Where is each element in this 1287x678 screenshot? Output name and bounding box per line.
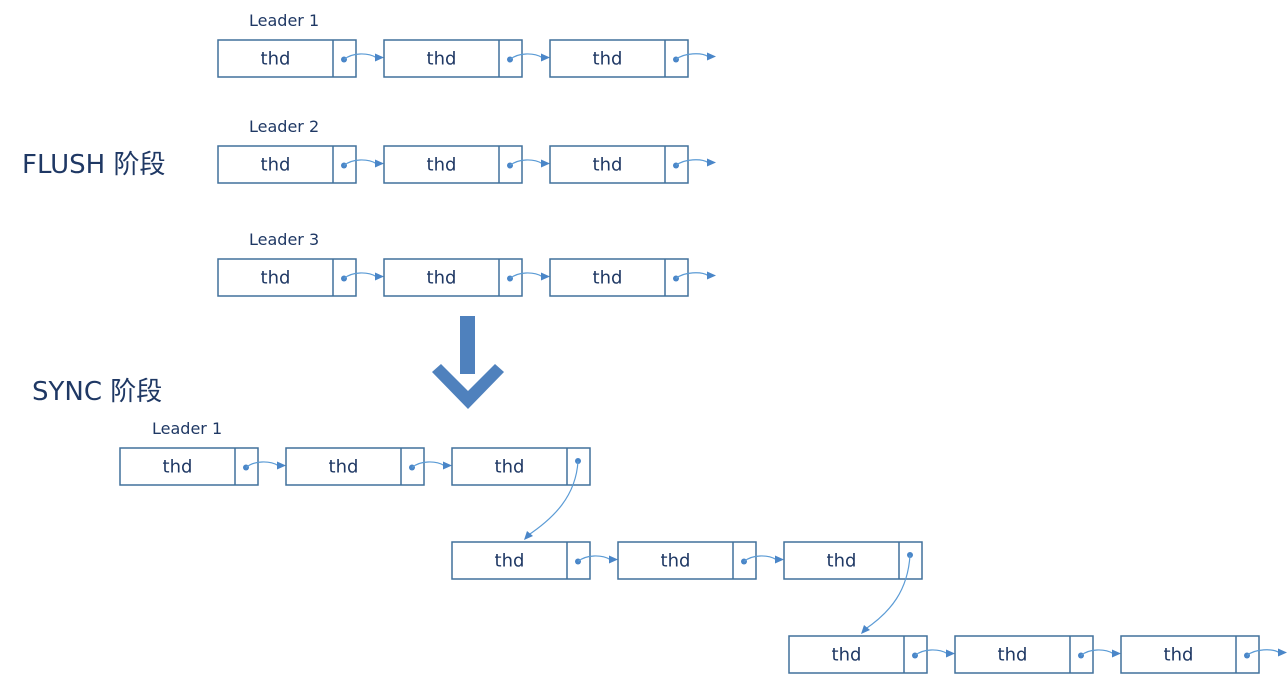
thd-node: thd bbox=[617, 541, 784, 580]
next-pointer-link bbox=[914, 649, 948, 656]
node-label: thd bbox=[427, 49, 457, 70]
stage-transition-arrow bbox=[432, 316, 504, 409]
next-pointer-link bbox=[1080, 649, 1114, 656]
node-label: thd bbox=[261, 49, 291, 70]
tail-pointer-link bbox=[1246, 649, 1280, 656]
node-label: thd bbox=[427, 155, 457, 176]
node-label: thd bbox=[329, 457, 359, 478]
thd-node: thd bbox=[549, 39, 716, 78]
node-label: thd bbox=[163, 457, 193, 478]
chain-pointer-link bbox=[526, 460, 579, 537]
node-label: thd bbox=[495, 551, 525, 572]
next-pointer-link bbox=[509, 159, 543, 166]
next-pointer-link bbox=[411, 461, 445, 468]
thd-node: thd bbox=[451, 541, 618, 580]
thd-node: thd bbox=[788, 635, 955, 674]
tail-pointer-link bbox=[675, 159, 709, 166]
next-pointer-arrowhead bbox=[443, 461, 452, 470]
tail-pointer-arrowhead bbox=[707, 158, 716, 167]
chain-pointer-arrowhead bbox=[524, 531, 533, 540]
chain-pointer-arrowhead bbox=[861, 625, 870, 634]
next-pointer-link bbox=[343, 159, 377, 166]
flush-stage-label: FLUSH 阶段 bbox=[22, 150, 166, 180]
thd-node: thd bbox=[783, 541, 923, 634]
thd-node: thd bbox=[549, 258, 716, 297]
thd-node: thd bbox=[285, 447, 452, 486]
node-label: thd bbox=[593, 49, 623, 70]
thd-node: thd bbox=[383, 145, 550, 184]
node-label: thd bbox=[427, 268, 457, 289]
next-pointer-arrowhead bbox=[609, 555, 618, 564]
node-label: thd bbox=[593, 155, 623, 176]
next-pointer-link bbox=[509, 272, 543, 279]
flush-leader-3-label: Leader 3 bbox=[249, 230, 319, 249]
thd-node: thd bbox=[451, 447, 591, 540]
next-pointer-arrowhead bbox=[375, 53, 384, 62]
node-label: thd bbox=[998, 645, 1028, 666]
thd-nodes: thd thd thd thd thd thd thd thd thd thd thd thd thd t… bbox=[119, 39, 1287, 674]
next-pointer-arrowhead bbox=[375, 272, 384, 281]
transition-arrow-shaft bbox=[460, 316, 475, 374]
next-pointer-arrowhead bbox=[946, 649, 955, 658]
thd-node: thd bbox=[1120, 635, 1287, 674]
node-label: thd bbox=[261, 268, 291, 289]
next-pointer-link bbox=[743, 555, 777, 562]
next-pointer-arrowhead bbox=[1112, 649, 1121, 658]
node-label: thd bbox=[1164, 645, 1194, 666]
tail-pointer-arrowhead bbox=[707, 52, 716, 61]
node-label: thd bbox=[261, 155, 291, 176]
thd-node: thd bbox=[217, 258, 384, 297]
node-label: thd bbox=[661, 551, 691, 572]
chain-pointer-link bbox=[863, 554, 911, 631]
next-pointer-link bbox=[343, 53, 377, 60]
sync-stage-label: SYNC 阶段 bbox=[32, 377, 162, 407]
thd-node: thd bbox=[383, 39, 550, 78]
thd-node: thd bbox=[119, 447, 286, 486]
next-pointer-arrowhead bbox=[541, 53, 550, 62]
node-label: thd bbox=[827, 551, 857, 572]
tail-pointer-arrowhead bbox=[707, 271, 716, 280]
thd-node: thd bbox=[217, 39, 384, 78]
flush-leader-2-label: Leader 2 bbox=[249, 117, 319, 136]
next-pointer-arrowhead bbox=[541, 272, 550, 281]
flush-leader-1-label: Leader 1 bbox=[249, 11, 319, 30]
next-pointer-arrowhead bbox=[775, 555, 784, 564]
next-pointer-link bbox=[343, 272, 377, 279]
transition-arrow-head bbox=[432, 364, 504, 409]
next-pointer-arrowhead bbox=[375, 159, 384, 168]
next-pointer-link bbox=[577, 555, 611, 562]
thd-node: thd bbox=[549, 145, 716, 184]
sync-leader-1-label: Leader 1 bbox=[152, 419, 222, 438]
tail-pointer-arrowhead bbox=[1278, 648, 1287, 657]
thd-node: thd bbox=[954, 635, 1121, 674]
next-pointer-arrowhead bbox=[277, 461, 286, 470]
node-label: thd bbox=[495, 457, 525, 478]
node-label: thd bbox=[832, 645, 862, 666]
thd-node: thd bbox=[383, 258, 550, 297]
next-pointer-link bbox=[245, 461, 279, 468]
tail-pointer-link bbox=[675, 272, 709, 279]
next-pointer-arrowhead bbox=[541, 159, 550, 168]
next-pointer-link bbox=[509, 53, 543, 60]
tail-pointer-link bbox=[675, 53, 709, 60]
node-label: thd bbox=[593, 268, 623, 289]
thd-node: thd bbox=[217, 145, 384, 184]
